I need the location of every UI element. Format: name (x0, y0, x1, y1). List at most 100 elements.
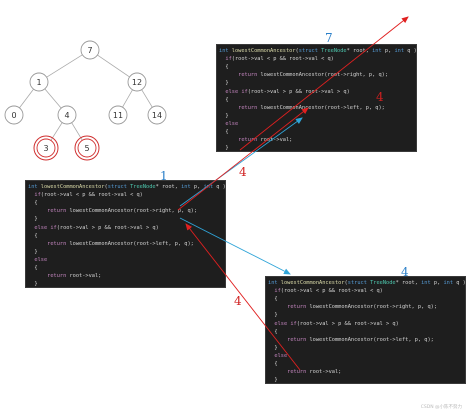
code-token: int (372, 48, 385, 54)
code-token: ( (104, 184, 108, 190)
code-token: if (225, 56, 232, 63)
code-token: return (47, 273, 70, 280)
code-token: else if (274, 320, 297, 327)
code-token: TreeNode (321, 48, 347, 54)
code-token: (root->val < p && root->val < q) (231, 56, 334, 63)
node-label: 7 (87, 46, 92, 55)
code-line: int lowestCommonAncestor(struct TreeNode… (28, 184, 226, 190)
code-line: if(root->val < p && root->val < q) (219, 56, 334, 63)
code-token: else (225, 120, 239, 127)
code-line: return lowestCommonAncestor(root->left, … (268, 337, 434, 343)
code-line: if(root->val < p && root->val < q) (268, 288, 382, 294)
code-token: lowestCommonAncestor(root->right, p, q); (260, 72, 389, 79)
code-token: int (421, 280, 434, 286)
code-line: { (219, 129, 229, 135)
code-line: { (28, 233, 37, 239)
code-line: else (28, 257, 47, 263)
tree-edge-n12-n11 (122, 89, 133, 108)
tree-node-12: 12 (127, 72, 147, 92)
code-line: else (219, 121, 238, 127)
code-token: int (268, 280, 281, 286)
node-circle (36, 138, 56, 158)
code-token: } (268, 377, 278, 384)
code-token: TreeNode (130, 184, 156, 190)
code-token: else (34, 256, 48, 263)
code-token: return (287, 369, 310, 376)
highlight-ring (33, 135, 59, 161)
node-circle (147, 105, 167, 125)
code-token: else if (225, 88, 248, 95)
code-token (28, 273, 47, 279)
code-line: { (219, 64, 228, 70)
code-token (219, 72, 238, 78)
code-token: (root->val > p && root->val > q) (247, 88, 350, 95)
code-line: } (219, 80, 229, 87)
code-token: (root->val < p && root->val < q) (40, 192, 143, 199)
code-token: } (219, 80, 229, 87)
code-line: { (268, 329, 277, 335)
code-token: lowestCommonAncestor(root->left, p, q); (260, 104, 385, 111)
code-token: root->val; (69, 273, 102, 280)
code-token: lowestCommonAncestor (40, 184, 105, 190)
code-token (28, 241, 47, 247)
code-token: return (238, 72, 261, 79)
tree-node-11: 11 (108, 105, 128, 125)
code-line: if(root->val < p && root->val < q) (28, 192, 143, 199)
code-line: return root->val; (268, 369, 341, 375)
code-token: root->val; (309, 369, 342, 376)
code-token: } (28, 281, 38, 288)
tree-node-5: 5 (74, 135, 100, 161)
node-circle (4, 105, 24, 125)
tree-edge-n1-n0 (19, 88, 34, 109)
code-token: struct (298, 48, 322, 54)
tree-node-4: 4 (57, 105, 77, 125)
code-token: * root, (395, 280, 422, 286)
node-circle (29, 72, 49, 92)
code-line: else if(root->val > p && root->val > q) (219, 88, 350, 95)
code-token: return (47, 208, 70, 215)
node-circle (80, 40, 100, 60)
code-token: TreeNode (370, 280, 396, 286)
highlight-ring (74, 135, 100, 161)
code-line: } (28, 248, 38, 255)
tree-node-1: 1 (29, 72, 49, 92)
code-token (268, 369, 287, 375)
code-line: } (219, 113, 228, 119)
code-token: int (443, 280, 457, 286)
code-token: } (268, 312, 278, 319)
code-token: else (274, 352, 288, 359)
code-line: return lowestCommonAncestor(root->right,… (219, 72, 388, 78)
code-token: lowestCommonAncestor(root->right, p, q); (309, 304, 438, 311)
code-token: } (268, 344, 278, 351)
code-token: return (47, 240, 70, 247)
code-token: struct (347, 280, 371, 286)
code-line: } (219, 145, 229, 152)
code-token: { (268, 361, 278, 367)
code-token: q ) (216, 184, 226, 190)
code-token (219, 105, 238, 111)
code-line: return lowestCommonAncestor(root->left, … (219, 105, 385, 111)
node-label: 14 (152, 111, 162, 120)
code-line: return root->val; (28, 273, 101, 279)
code-token: int (394, 48, 408, 54)
node-label: 0 (11, 111, 16, 120)
code-token: * root, (155, 184, 182, 190)
code-line: return lowestCommonAncestor(root->left, … (28, 241, 194, 247)
code-token: } (28, 248, 38, 255)
code-token: } (219, 145, 229, 152)
code-token: struct (107, 184, 131, 190)
code-token: { (219, 96, 229, 103)
code-panel-call-7: int lowestCommonAncestor(struct TreeNode… (216, 44, 417, 152)
code-line: return lowestCommonAncestor(root->right,… (28, 208, 197, 214)
code-line: } (268, 312, 278, 319)
code-token: } (28, 216, 38, 223)
code-token (28, 208, 47, 214)
code-line: return root->val; (219, 137, 292, 143)
node-circle (77, 138, 97, 158)
code-token: lowestCommonAncestor(root->left, p, q); (309, 336, 434, 343)
code-line: } (28, 281, 38, 288)
code-token: { (219, 129, 229, 135)
code-line: } (268, 344, 278, 351)
